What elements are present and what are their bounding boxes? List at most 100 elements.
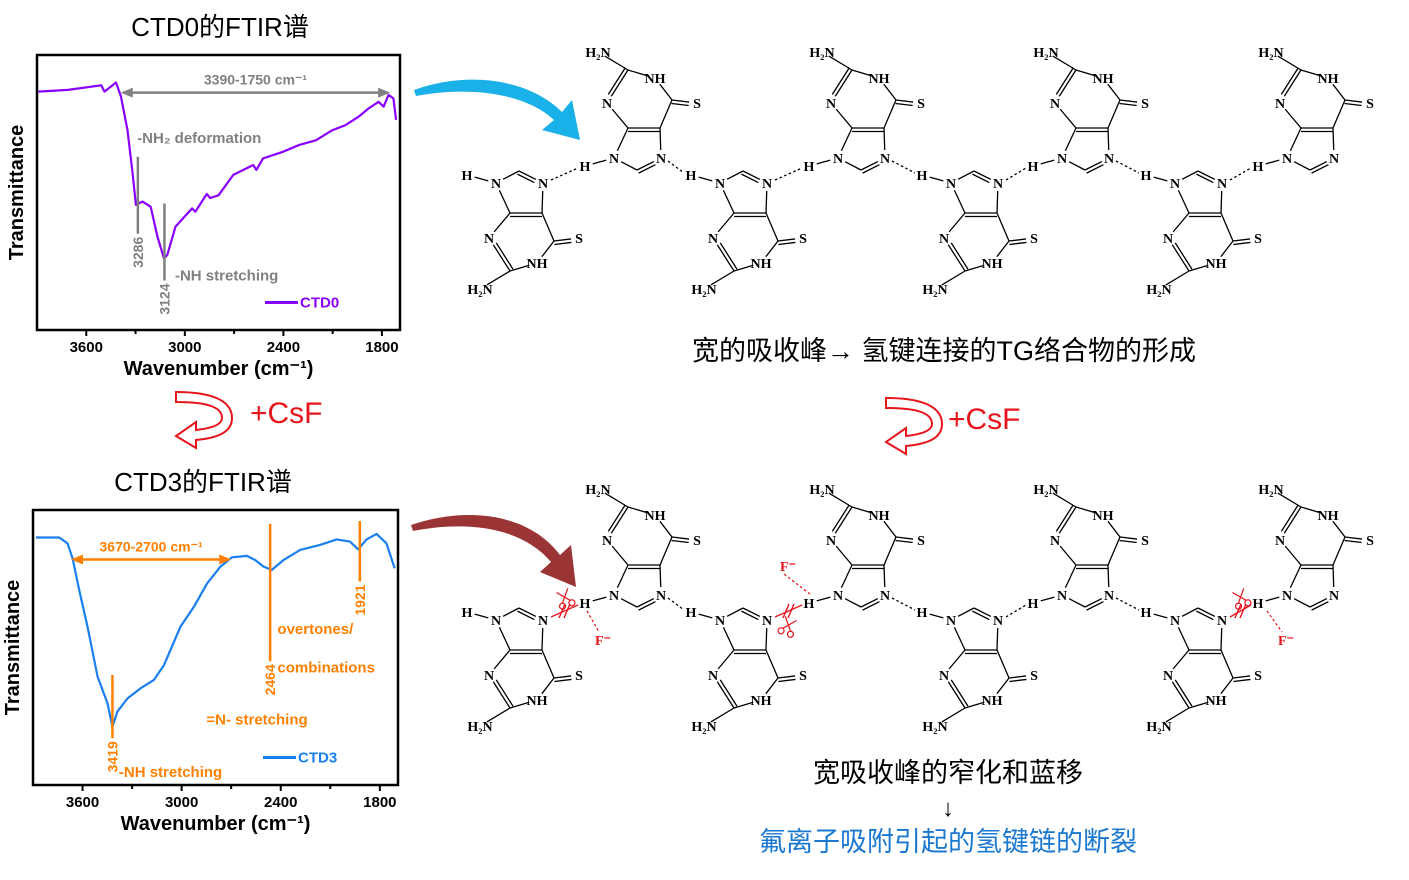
x-tick-label: 3600 xyxy=(66,794,99,811)
bond xyxy=(883,564,886,588)
bond xyxy=(840,564,853,589)
bond xyxy=(895,102,913,107)
bond xyxy=(722,189,735,214)
bond xyxy=(1107,536,1121,566)
atom-label: NH xyxy=(527,694,548,709)
atom-label: S xyxy=(1141,534,1149,549)
range-arrow-head-left xyxy=(70,554,83,565)
bond xyxy=(726,170,744,180)
bond xyxy=(840,127,853,152)
atom-label: S xyxy=(1141,97,1149,112)
bond xyxy=(1220,649,1234,679)
bond xyxy=(895,99,914,103)
bond xyxy=(592,159,607,165)
atom-label: N xyxy=(946,177,956,192)
scissors-blade xyxy=(784,616,792,632)
bond xyxy=(816,159,831,165)
bond xyxy=(1084,597,1103,608)
atom-label: N xyxy=(939,232,949,247)
blue-curved-arrow xyxy=(414,79,580,140)
bond xyxy=(1052,55,1077,71)
atom-label: S xyxy=(799,232,807,247)
hydrogen-bond xyxy=(1115,160,1140,174)
bond xyxy=(883,99,897,129)
atom-label: H₂N xyxy=(1146,720,1171,735)
bond xyxy=(616,564,629,589)
bond xyxy=(777,675,796,679)
atom-label: NH xyxy=(1093,509,1114,524)
atom-label: N xyxy=(1170,177,1180,192)
bond xyxy=(860,160,879,171)
bond xyxy=(1232,238,1251,242)
bond xyxy=(474,613,489,619)
bond xyxy=(777,238,796,242)
bond xyxy=(1084,160,1103,171)
bond xyxy=(517,610,535,621)
bond xyxy=(726,607,744,617)
bond xyxy=(948,649,966,670)
broken-hydrogen-bond xyxy=(774,604,803,618)
atom-label: H xyxy=(804,597,815,612)
atom-label: NH xyxy=(1318,72,1339,87)
bond xyxy=(973,170,992,181)
bond xyxy=(722,626,735,651)
x-tick-label: 2400 xyxy=(267,339,300,356)
bond xyxy=(1171,244,1190,272)
atom-label: NH xyxy=(527,257,548,272)
bond xyxy=(947,244,966,272)
bond xyxy=(659,99,673,129)
bond xyxy=(509,264,530,272)
bond xyxy=(953,189,966,214)
bond xyxy=(1181,170,1199,180)
bond xyxy=(844,161,862,171)
bond xyxy=(1300,69,1321,77)
bond xyxy=(1220,190,1223,214)
atom-label: H xyxy=(686,606,697,621)
bond xyxy=(717,212,735,233)
bond xyxy=(553,238,572,242)
atom-label: NH xyxy=(1206,694,1227,709)
bond xyxy=(742,607,761,618)
bond xyxy=(972,610,990,621)
bond xyxy=(518,607,537,618)
bond xyxy=(996,212,1010,242)
atom-label: H xyxy=(917,606,928,621)
plot-frame xyxy=(35,53,402,332)
bond xyxy=(1008,675,1027,679)
bond xyxy=(1107,520,1121,538)
atom-label: H₂N xyxy=(1033,46,1058,61)
peak-label: 3286 xyxy=(130,237,146,268)
x-tick-label: 3000 xyxy=(168,339,201,356)
bond xyxy=(929,613,944,619)
fluoride-ion-label: F⁻ xyxy=(780,560,796,575)
bond xyxy=(719,242,738,270)
bond xyxy=(972,173,990,184)
hydrogen-bond xyxy=(891,597,916,611)
atom-label: H₂N xyxy=(691,720,716,735)
atom-label: N xyxy=(708,232,718,247)
bond xyxy=(883,520,897,538)
bond xyxy=(862,164,880,174)
break-slash xyxy=(1239,603,1247,619)
bond xyxy=(1280,504,1299,532)
bond xyxy=(1197,170,1216,181)
atom-label: H xyxy=(917,169,928,184)
atom-label: H xyxy=(1028,160,1039,175)
bond xyxy=(765,212,779,242)
atom-label: N xyxy=(609,589,619,604)
red-curved-arrow-right xyxy=(884,396,944,456)
bond xyxy=(835,108,853,129)
hydrogen-bond xyxy=(1005,604,1027,618)
range-arrow-head-right xyxy=(219,554,232,565)
atom-label: S xyxy=(693,97,701,112)
bond xyxy=(1058,69,1077,97)
fluoride-interaction xyxy=(1266,610,1283,633)
atom-label: N xyxy=(880,589,890,604)
atom-label: S xyxy=(1254,669,1262,684)
bond xyxy=(638,601,656,611)
annotation-label: overtones/ xyxy=(277,621,354,638)
